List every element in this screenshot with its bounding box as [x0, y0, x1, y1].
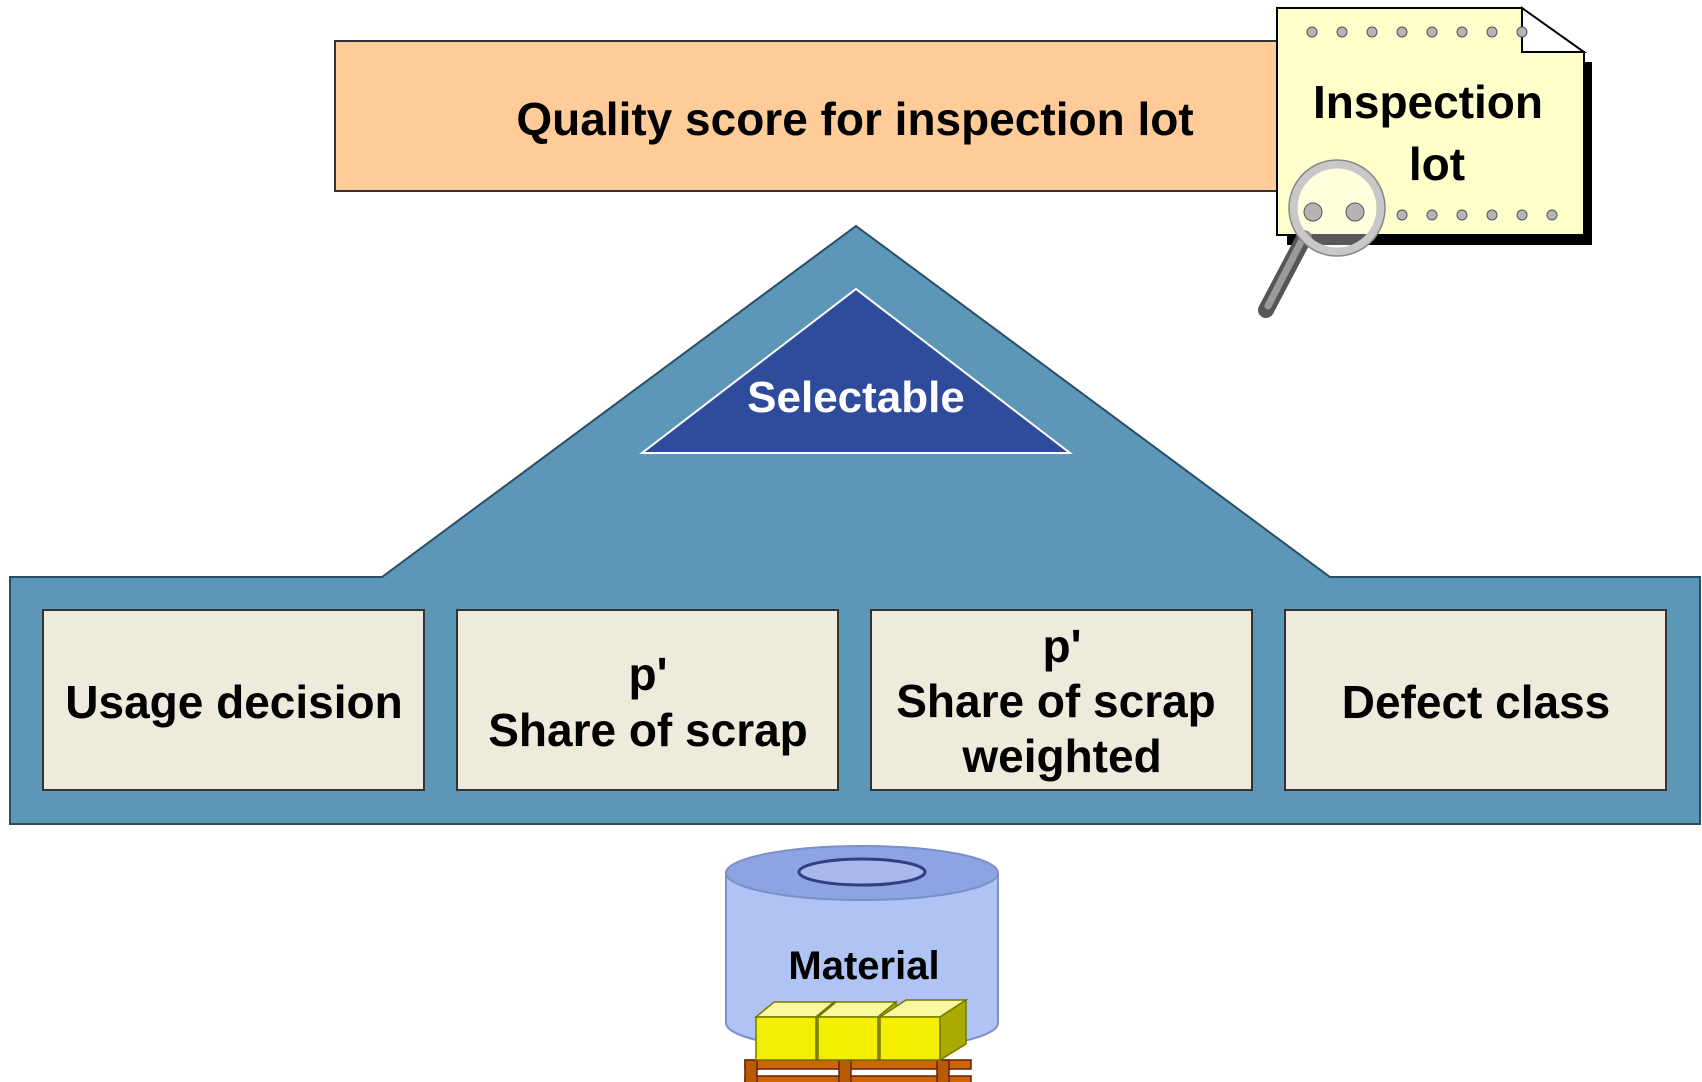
inspection-lot-label-line1: Inspection: [1313, 76, 1543, 128]
option-label: Usage decision: [65, 676, 402, 728]
title-box: [334, 40, 1321, 192]
option-share-of-scrap-weighted: p' Share of scrap weighted: [870, 609, 1253, 791]
inspection-lot-note: Inspection lot: [1258, 6, 1592, 318]
option-label: Share of scrap: [488, 704, 808, 756]
material-label: Material: [788, 944, 939, 988]
perforation-bottom: [1396, 209, 1558, 221]
option-usage-decision: Usage decision: [42, 609, 425, 791]
option-label: weighted: [961, 730, 1161, 782]
title-text: Quality score for inspection lot: [516, 93, 1193, 145]
perforation-top: [1306, 26, 1528, 38]
magnifier-icon: [1258, 159, 1386, 318]
option-share-of-scrap: p' Share of scrap: [456, 609, 839, 791]
option-defect-class: Defect class: [1284, 609, 1667, 791]
pallet-icon: [744, 998, 972, 1082]
option-label: p': [1042, 620, 1081, 672]
option-label: p': [628, 648, 667, 700]
selectable-triangle: [639, 287, 1073, 454]
option-label: Defect class: [1342, 676, 1611, 728]
option-frame: [9, 224, 1701, 825]
inspection-lot-label-line2: lot: [1409, 138, 1465, 190]
option-label: Share of scrap: [896, 675, 1216, 727]
selectable-label: Selectable: [747, 373, 965, 422]
